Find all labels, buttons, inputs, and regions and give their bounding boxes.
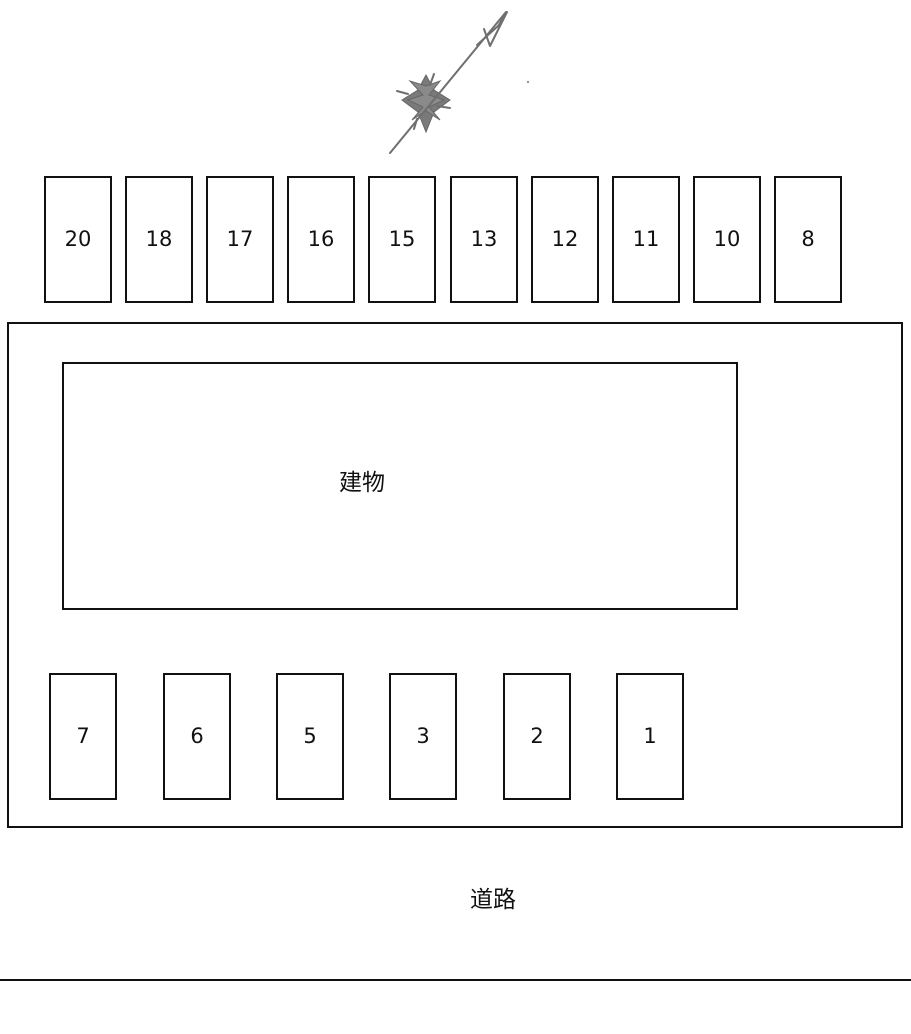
parking-space: 2 (503, 673, 571, 800)
parking-space: 8 (774, 176, 842, 303)
parking-space: 1 (616, 673, 684, 800)
parking-space: 5 (276, 673, 344, 800)
road-line (0, 979, 911, 981)
parking-space: 18 (125, 176, 193, 303)
parking-space: 15 (368, 176, 436, 303)
parking-space: 10 (693, 176, 761, 303)
parking-space: 11 (612, 176, 680, 303)
parking-space: 3 (389, 673, 457, 800)
parking-space: 13 (450, 176, 518, 303)
parking-space: 17 (206, 176, 274, 303)
parking-space: 20 (44, 176, 112, 303)
parking-space: 12 (531, 176, 599, 303)
building-label: 建物 (339, 469, 385, 496)
parking-space: 7 (49, 673, 117, 800)
road-label: 道路 (470, 887, 516, 913)
building-footprint: 建物 (62, 362, 738, 610)
lot-boundary (7, 322, 903, 828)
parking-space: 16 (287, 176, 355, 303)
north-arrow-compass-icon (380, 8, 530, 158)
parking-space: 6 (163, 673, 231, 800)
